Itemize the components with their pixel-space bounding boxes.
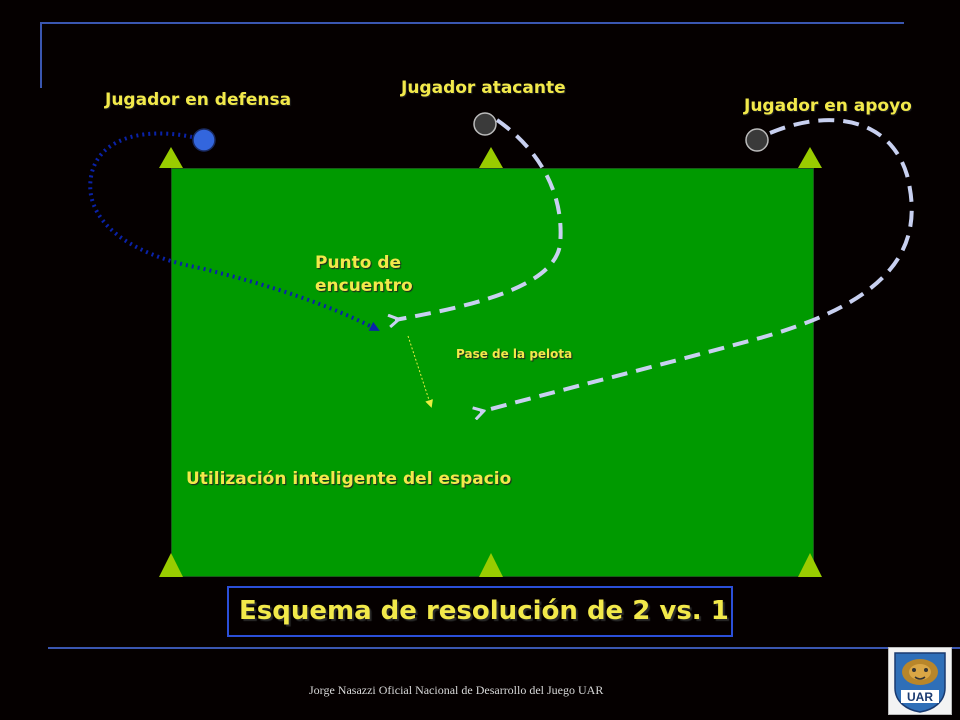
label-ball-pass: Pase de la pelota [456,347,573,361]
defender-player [192,128,216,152]
attacker-run-path [395,118,563,320]
support-run-path [480,118,914,412]
slide-title: Esquema de resolución de 2 vs. 1 [239,596,729,626]
cone-bottom-right [798,553,822,577]
ball-pass-line [407,335,433,408]
logo-text: UAR [907,690,933,704]
cone-bottom-middle [479,553,503,577]
cone-top-middle [479,147,503,168]
label-meeting-point: Punto de encuentro [315,253,413,296]
cone-bottom-left [159,553,183,577]
bottom-rule [48,647,960,649]
support-player [745,128,769,152]
attacker-player [473,112,497,136]
label-support: Jugador en apoyo [744,96,912,116]
title-box: Esquema de resolución de 2 vs. 1 [227,586,733,637]
uar-logo: UAR [888,647,952,715]
defender-run-path [88,131,380,332]
label-attacker: Jugador atacante [401,78,566,98]
left-rule [40,22,42,88]
label-space-usage: Utilización inteligente del espacio [186,469,512,489]
playing-field [171,168,814,577]
label-defender: Jugador en defensa [105,90,292,110]
cone-top-right [798,147,822,168]
footer-credit: Jorge Nasazzi Oficial Nacional de Desarr… [309,683,604,697]
top-rule [40,22,904,24]
cone-top-left [159,147,183,168]
